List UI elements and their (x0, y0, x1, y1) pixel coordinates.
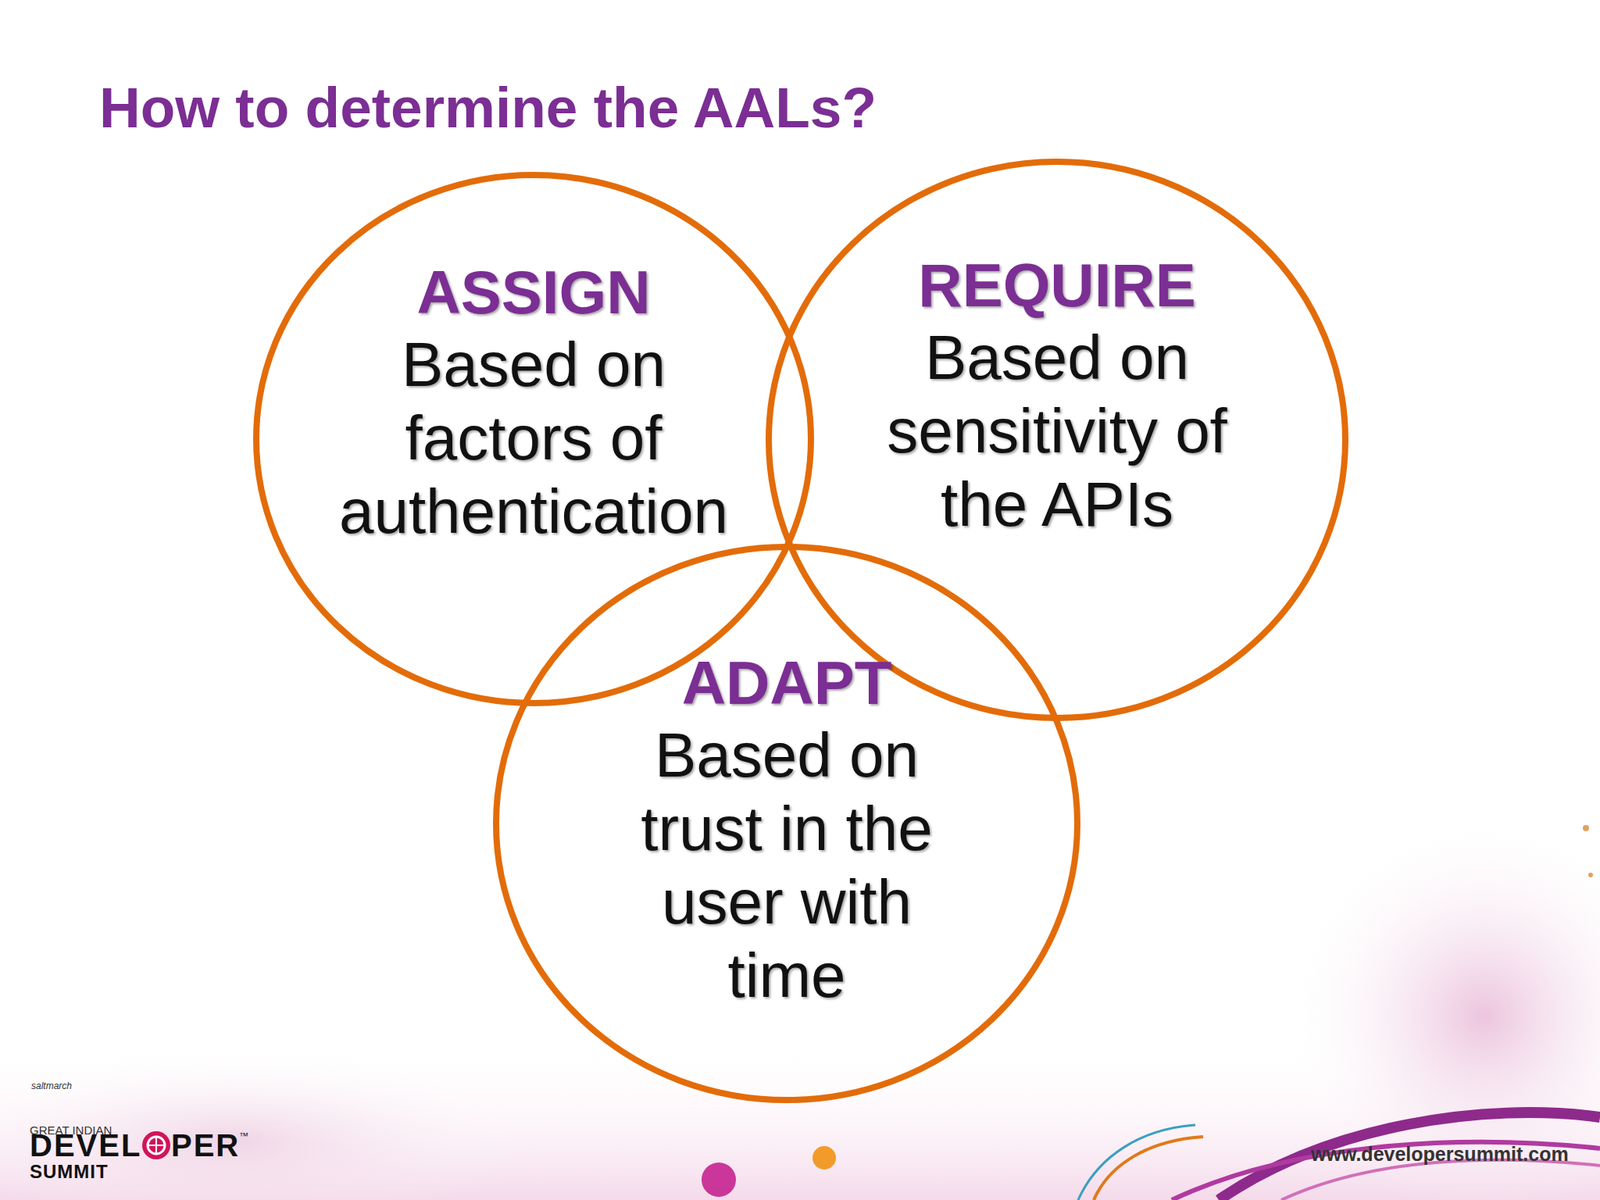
circle-outline (256, 175, 811, 704)
deco-dot (1588, 872, 1593, 878)
logo-text: PER (171, 1129, 240, 1161)
circle-text: ADAPTBased on trust in the user with tim… (614, 646, 959, 1013)
purple-swoosh (1171, 1142, 1600, 1200)
blue-swoosh (1078, 1125, 1196, 1200)
purple-swoosh (1218, 1112, 1600, 1200)
logo-text: DEVEL (29, 1129, 142, 1161)
venn-circle: REQUIREBased on sensitivity of the APIs (765, 158, 1349, 722)
circle-heading: ASSIGN (322, 256, 745, 329)
circle-text: ASSIGNBased on factors of authentication (322, 256, 745, 549)
circle-body: Based on sensitivity of the APIs (869, 321, 1245, 542)
circle-body: Based on factors of authentication (322, 328, 745, 549)
circle-heading: ADAPT (614, 646, 959, 719)
circle-outline (496, 546, 1078, 1100)
logo-globe (155, 1136, 158, 1154)
circle-heading: REQUIRE (869, 249, 1245, 322)
venn-circle: ASSIGNBased on factors of authentication (253, 171, 815, 707)
sponsor-logo: saltmarch (31, 1081, 72, 1091)
circle-body: Based on trust in the user with time (614, 718, 959, 1013)
orange-swoosh (1093, 1136, 1204, 1200)
circle-text: REQUIREBased on sensitivity of the APIs (869, 249, 1245, 542)
logo-globe (147, 1136, 165, 1154)
magenta-dot (701, 1162, 736, 1197)
website-url: www.developersummit.com (1310, 1144, 1569, 1165)
orange-dot (812, 1146, 836, 1170)
pink-glow (0, 1046, 532, 1200)
slide-title: How to determine the AALs? (99, 78, 877, 136)
logo-text: SUMMIT (29, 1162, 109, 1182)
trademark: ™ (239, 1131, 249, 1141)
purple-swoosh (1281, 1160, 1600, 1200)
deco-dot (1582, 825, 1590, 832)
venn-circle: ADAPTBased on trust in the user with tim… (492, 543, 1081, 1104)
logo-globe (142, 1131, 171, 1160)
circle-outline (768, 161, 1346, 718)
